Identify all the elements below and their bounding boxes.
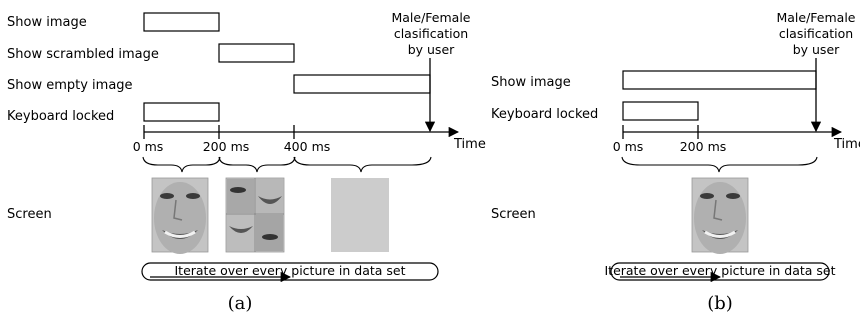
panel-b: Show image Keyboard locked Male/Female c…	[491, 10, 860, 314]
tick-label-200ms: 200 ms	[203, 139, 250, 154]
row-label-keyboard-locked: Keyboard locked	[7, 109, 114, 124]
time-axis-label: Time	[833, 137, 860, 152]
empty-image	[331, 178, 389, 252]
row-label-show-image: Show image	[7, 15, 87, 30]
row-label-show-scrambled-image: Show scrambled image	[7, 47, 159, 62]
classification-note-line-2: clasification	[779, 26, 853, 41]
tick-label-200ms: 200 ms	[680, 139, 727, 154]
classification-note-line-2: clasification	[394, 26, 468, 41]
brace-empty	[293, 156, 432, 173]
classification-note-line-1: Male/Female	[776, 10, 855, 25]
time-axis-label: Time	[453, 137, 486, 152]
show-image-bar	[622, 70, 817, 90]
screen-label: Screen	[7, 207, 52, 222]
caption-a: (a)	[228, 293, 253, 314]
keyboard-locked-bar	[143, 102, 220, 122]
show-image-bar	[143, 12, 220, 32]
tick-label-0ms: 0 ms	[613, 139, 644, 154]
tick-label-0ms: 0 ms	[133, 139, 164, 154]
face-image	[150, 176, 210, 256]
brace-scrambled	[218, 156, 296, 173]
face-image	[690, 176, 750, 256]
screen-label: Screen	[491, 207, 536, 222]
row-label-keyboard-locked: Keyboard locked	[491, 107, 598, 122]
row-label-show-image: Show image	[491, 75, 571, 90]
scrambled-face-image	[225, 177, 285, 253]
brace-image	[142, 156, 221, 173]
show-scrambled-image-bar	[218, 43, 295, 63]
caption-b: (b)	[707, 293, 733, 314]
tick-label-400ms: 400 ms	[284, 139, 331, 154]
classification-note-line-3: by user	[793, 42, 840, 57]
panel-a: Show image Show scrambled image Show emp…	[7, 10, 486, 314]
show-empty-image-bar	[293, 74, 431, 94]
row-label-show-empty-image: Show empty image	[7, 78, 133, 93]
brace-image	[621, 156, 818, 173]
classification-note-line-1: Male/Female	[391, 10, 470, 25]
iterate-label: Iterate over every picture in data set	[174, 263, 405, 278]
iterate-label: Iterate over every picture in data set	[604, 263, 835, 278]
classification-note-line-3: by user	[408, 42, 455, 57]
keyboard-locked-bar	[622, 101, 699, 121]
